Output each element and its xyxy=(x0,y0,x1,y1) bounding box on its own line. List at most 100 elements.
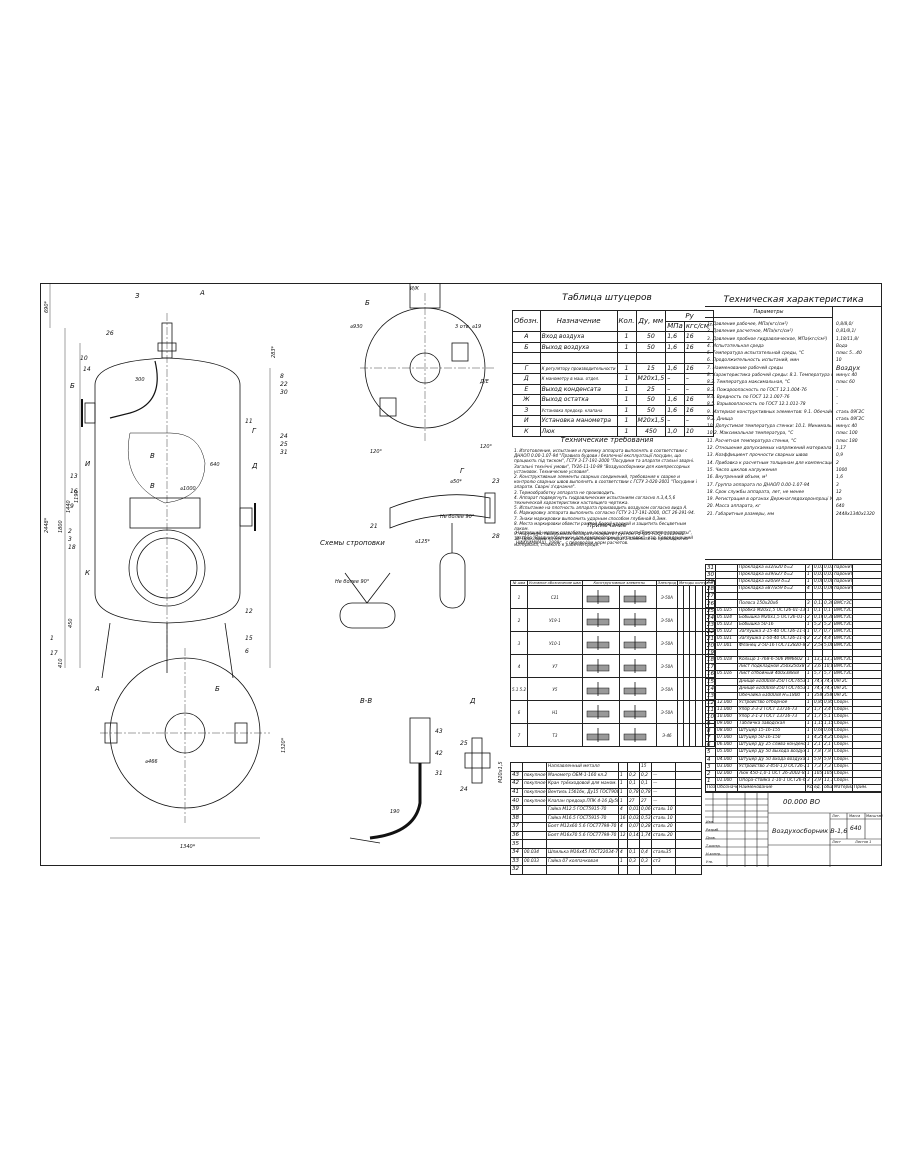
weld-electrode: Э-50А xyxy=(655,608,679,632)
tech-char-value: минус 40 xyxy=(836,424,858,430)
parts-m1: 0,015 xyxy=(627,804,640,815)
parts-pos: 24 xyxy=(705,613,716,622)
nozzle-dn: М20х1,5 xyxy=(635,415,667,427)
tech-char-value: плюс 180 xyxy=(836,438,858,444)
position-callout: 10 xyxy=(80,355,88,362)
parts-des xyxy=(715,578,738,587)
parts-header-mat: Материал xyxy=(832,783,853,793)
parts-m2: 0,7 xyxy=(822,627,833,636)
nozzle-dn: 450 xyxy=(635,425,667,437)
tech-char-param: 2. Давление расчетное, МПа(кгс/см²) xyxy=(707,329,793,335)
parts-mat: ВМСт3С xyxy=(832,613,853,622)
weld-no: 5.1 5.2 xyxy=(510,677,528,701)
parts-qty: 1 xyxy=(805,571,813,580)
weld-sketch xyxy=(618,700,657,724)
parts-m2: 0,1 xyxy=(822,606,833,615)
parts-mat: Сборн. xyxy=(832,748,853,757)
parts-row: 19 xyxy=(705,649,882,658)
nozzle-dn: 15 xyxy=(635,362,667,374)
parts-qty: 1 xyxy=(805,769,813,778)
parts-qty: 16 xyxy=(618,813,628,824)
position-callout: 43 xyxy=(435,728,443,735)
parts-pos: 1 xyxy=(705,776,716,785)
parts-qty: 1 xyxy=(805,656,813,665)
scale-label: Масштаб xyxy=(866,814,883,818)
parts-pos: 43 xyxy=(510,770,523,781)
parts-m1: 0,01 xyxy=(812,563,823,573)
parts-pos: 12 xyxy=(705,698,716,707)
nozzle-purpose: Вход воздуха xyxy=(539,331,618,343)
weld-control-cell xyxy=(695,723,703,747)
parts-name: Манометр ОБМ-1-160 кл.2 xyxy=(546,770,619,781)
col-header: Кол. xyxy=(616,310,637,332)
parts-name: Кольцо 1-768-6-506 ИМ6602 xyxy=(737,656,806,665)
tech-char-value: 0,9 xyxy=(836,453,843,459)
weld-no: 3 xyxy=(510,631,528,655)
weld-no: 7 xyxy=(510,723,528,747)
nozzle-mark: Г xyxy=(252,427,257,435)
parts-mat: ВМСт3С xyxy=(832,620,853,629)
parts-des xyxy=(522,822,547,832)
parts-des: 07.000 xyxy=(715,734,738,743)
parts-m2: 0,01 xyxy=(822,571,833,580)
nozzle-p-mpa: 1,6 xyxy=(665,404,685,416)
col-header: Обозн. xyxy=(512,310,541,332)
tech-char-param: 8. Характеристика рабочей среды: 8.1. Те… xyxy=(707,373,832,379)
parts-m1: 13,3 xyxy=(812,656,823,665)
tech-char-table: Параметры 1. Давление рабочее, МПа(кгс/с… xyxy=(705,306,882,560)
parts-m2: 0,68 xyxy=(822,727,833,736)
dim-label: 1440 xyxy=(66,500,72,513)
parts-pos: 6 xyxy=(705,741,716,750)
parts-m1: 0,1 xyxy=(812,606,823,615)
parts-m2: 7,8 xyxy=(822,748,833,757)
tech-char-value: 0,8/8,0/ xyxy=(836,322,853,327)
parts-name: Штуцер Ду 25 слива конденсата xyxy=(737,741,806,750)
parts-qty: 3 xyxy=(805,599,813,608)
parts-des xyxy=(522,830,547,841)
parts-name: Полоса 150х20х6 xyxy=(737,599,806,608)
parts-m1: 1,7 xyxy=(812,712,823,722)
parts-des: 05.016 xyxy=(715,670,738,679)
view-label-b: Б xyxy=(365,299,370,307)
parts-m2: 0,005 xyxy=(822,578,833,587)
parts-pos: 30 xyxy=(705,571,716,580)
weld-sketch xyxy=(581,631,620,655)
parts-qty: 1 xyxy=(805,620,813,629)
tech-char-value: да xyxy=(836,497,842,503)
parts-name: Устройство 3-450-1,0 ОСТ26-2019-83 xyxy=(737,762,806,771)
tech-char-param: 18. Срок службы аппарата, лет, не менее xyxy=(707,489,805,495)
parts-m1: 1,7 xyxy=(812,705,823,714)
parts-mat: паронит xyxy=(832,563,853,573)
weld-control-cell xyxy=(683,723,691,747)
tech-char-param: 8.2. Температура максимальная, °С xyxy=(707,380,791,386)
tech-char-value: 3 xyxy=(836,482,839,488)
tech-char-param: 9.2. Днища xyxy=(707,416,733,422)
position-callout: 25 xyxy=(460,740,468,747)
tech-char-row: 8. Характеристика рабочей среды: 8.1. Те… xyxy=(707,372,882,379)
parts-mat: — xyxy=(651,796,676,806)
weld-sketch xyxy=(618,723,657,747)
parts-pos: 31 xyxy=(705,563,716,573)
parts-mat: Сборн. xyxy=(832,769,853,778)
parts-m2: 5,08 xyxy=(822,642,833,651)
title-block-role: Разраб. xyxy=(706,828,720,832)
weld-code: С21 xyxy=(527,585,583,609)
angle-label: Не более 90° xyxy=(440,514,475,520)
parts-m1: 3,9 xyxy=(812,776,823,785)
parts-des xyxy=(715,663,738,672)
weld-electrode: Э-46 xyxy=(655,723,679,747)
parts-header-qty: Кол. xyxy=(805,783,813,793)
weld-code: Т3 xyxy=(527,723,583,747)
